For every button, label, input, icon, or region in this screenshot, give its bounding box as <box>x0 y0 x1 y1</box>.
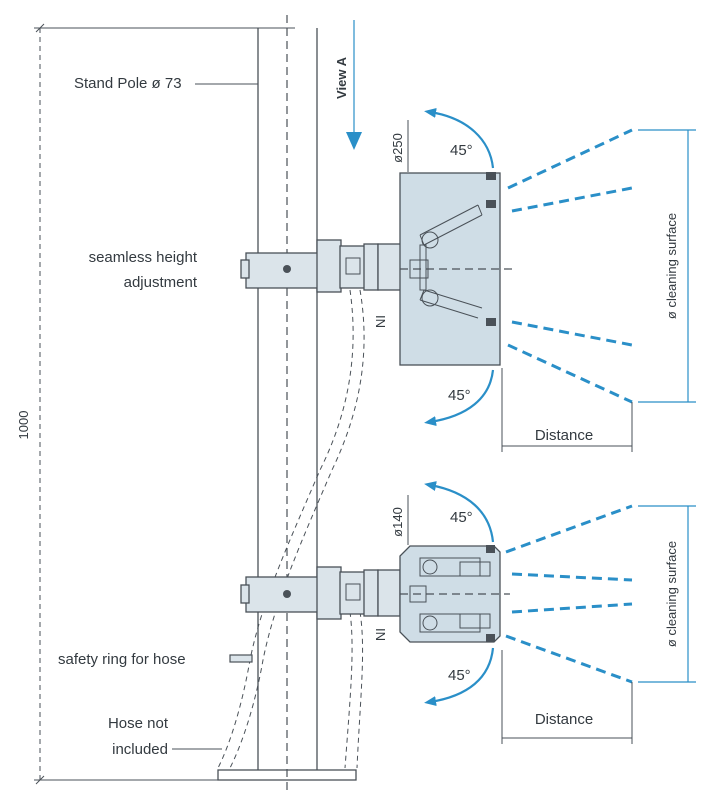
height-dimension: 1000 <box>16 23 295 785</box>
upper-cleaning-surface-dim <box>638 129 696 403</box>
height-adjust-label-line2: adjustment <box>124 274 198 291</box>
hose-label-line1: Hose not <box>108 715 169 732</box>
lower-cleaning-surface-dim <box>638 505 696 683</box>
upper-cleaning-surface-label: ø cleaning surface <box>664 213 679 319</box>
lower-clamp-assembly <box>240 566 401 620</box>
upper-cleaning-head <box>399 172 512 366</box>
lower-diameter-label: ø140 <box>390 507 405 537</box>
lower-spray-jets <box>505 504 633 684</box>
view-a-indicator: View A <box>334 20 362 150</box>
lower-bottom-arc-arrow <box>424 647 495 707</box>
upper-angle-bottom-label: 45° <box>448 387 471 404</box>
hose-label-line2: included <box>112 741 168 758</box>
inlet-lower-label: IN <box>373 628 388 641</box>
upper-angle-top-label: 45° <box>450 142 473 159</box>
upper-spray-jets <box>507 128 633 404</box>
upper-bottom-arc-arrow <box>424 369 495 427</box>
upper-distance-label: Distance <box>535 427 593 444</box>
hose <box>217 289 365 769</box>
lower-distance-dim <box>501 650 633 744</box>
safety-ring-label: safety ring for hose <box>58 651 186 668</box>
upper-clamp-assembly <box>240 239 403 293</box>
lower-cleaning-surface-label: ø cleaning surface <box>664 541 679 647</box>
height-dimension-label: 1000 <box>16 411 31 440</box>
upper-distance-dim <box>501 368 633 452</box>
stand-pole <box>217 15 357 790</box>
view-a-arrow-icon <box>346 132 362 150</box>
lower-top-arc-arrow <box>424 481 495 543</box>
height-adjust-label-line1: seamless height <box>89 249 198 266</box>
upper-diameter-label: ø250 <box>390 133 405 163</box>
lower-distance-label: Distance <box>535 711 593 728</box>
inlet-upper-label: IN <box>373 315 388 328</box>
upper-top-arc-arrow <box>424 108 495 169</box>
safety-ring <box>229 654 253 663</box>
lower-angle-bottom-label: 45° <box>448 667 471 684</box>
lower-cleaning-head <box>399 545 510 643</box>
view-a-label: View A <box>334 56 349 99</box>
stand-pole-label: Stand Pole ø 73 <box>74 75 182 92</box>
lower-angle-top-label: 45° <box>450 509 473 526</box>
